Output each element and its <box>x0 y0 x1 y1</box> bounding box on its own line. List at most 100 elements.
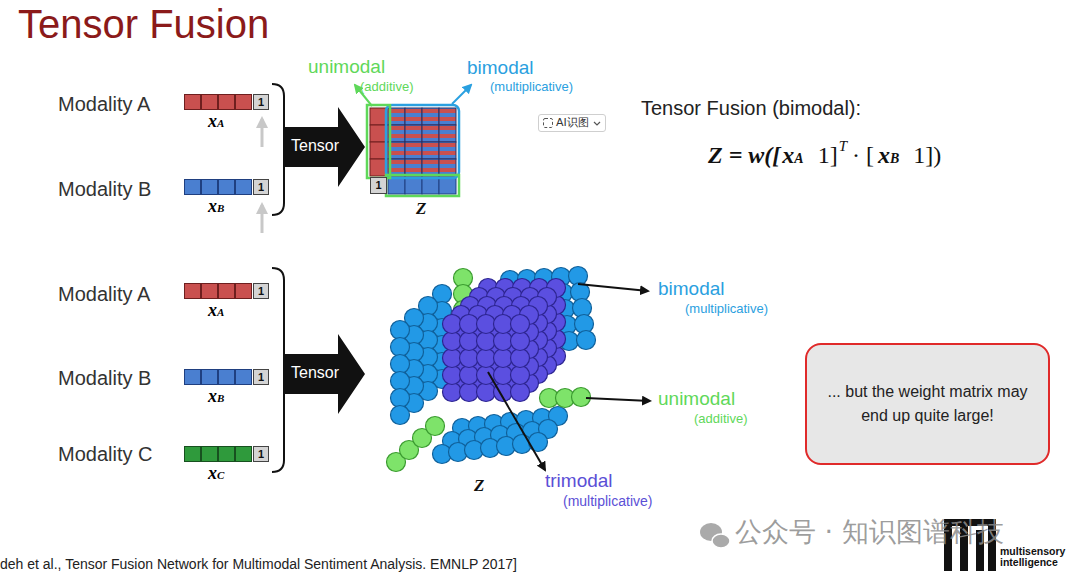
vector-cell <box>184 446 201 462</box>
grid-cell <box>439 168 456 172</box>
grid-cell <box>439 143 456 147</box>
citation: deh et al., Tensor Fusion Network for Mu… <box>0 555 517 573</box>
trimodal-sphere <box>460 383 479 402</box>
slide-title: Tensor Fusion <box>18 2 269 46</box>
grid-cell <box>422 134 439 138</box>
trimodal-sphere <box>477 349 496 368</box>
grid-cell <box>370 159 387 176</box>
trimodal-sphere <box>460 349 479 368</box>
chevron <box>593 121 601 127</box>
widget-icon <box>543 118 553 128</box>
formula-part: Z = w([ <box>708 142 780 169</box>
trimodal-sphere <box>460 315 479 334</box>
trimodal-sphere <box>477 383 496 402</box>
grid-cell <box>439 151 456 155</box>
grid-cell <box>405 159 422 176</box>
feature-vector: 1xA <box>184 283 270 299</box>
grid-cell <box>439 108 456 125</box>
tensor-arrow: Tensor <box>283 334 365 414</box>
annotation: unimodal <box>308 56 385 78</box>
trimodal-sphere <box>443 332 462 351</box>
tensor-symbol: Z <box>416 199 426 219</box>
grid-cell <box>439 117 456 121</box>
annotation: (multiplicative) <box>490 79 573 95</box>
chevron <box>594 122 600 125</box>
trimodal-sphere <box>460 366 479 385</box>
leader-line <box>586 398 650 401</box>
formula-part: xA <box>782 142 803 169</box>
grid-cell <box>439 142 456 159</box>
vector-cell <box>184 94 201 110</box>
vector-cell <box>235 179 252 195</box>
constant-one: 1 <box>253 179 269 195</box>
fusion-tensor: 1Z <box>366 104 460 196</box>
formula: Z = w([xA1]T· [xB1]) <box>708 138 941 169</box>
modality-name: Modality A <box>58 282 150 306</box>
trimodal-sphere <box>460 332 479 351</box>
grid-cell <box>422 125 439 142</box>
bimodal-outline <box>386 105 459 178</box>
watermark: 公众号 · 知识图谱科技 <box>735 516 1004 548</box>
grid-cell <box>370 108 387 125</box>
vector-cell <box>201 369 218 385</box>
grid-cell <box>422 142 439 159</box>
constant-one: 1 <box>253 94 269 110</box>
vector-cell <box>184 283 201 299</box>
grid-cell <box>439 108 456 125</box>
grid-cell <box>405 134 422 138</box>
trimodal-sphere <box>477 315 496 334</box>
trimodal-sphere <box>511 383 530 402</box>
unimodal-sphere <box>572 388 591 407</box>
grid-cell <box>405 143 422 147</box>
tensor-arrow: Tensor <box>283 107 365 187</box>
grid-cell <box>405 177 422 194</box>
grid-cell <box>405 160 422 164</box>
formula-part: T <box>839 138 847 155</box>
grid-cell <box>439 177 456 194</box>
grid-cell <box>370 125 387 142</box>
vector-symbol: xB <box>208 386 224 407</box>
feature-vector: 1xC <box>184 446 270 462</box>
vector-cell <box>201 179 218 195</box>
grid-cell <box>422 117 439 121</box>
annotation: bimodal <box>658 278 725 300</box>
grid-cell <box>422 125 439 142</box>
grid-cell <box>422 126 439 130</box>
trimodal-sphere <box>494 366 513 385</box>
feature-vector: 1xB <box>184 179 270 195</box>
grid-cell <box>422 151 439 155</box>
grid-cell <box>439 159 456 176</box>
vector-symbol: xA <box>208 111 224 132</box>
grid-cell <box>388 177 405 194</box>
wechat-icon <box>700 523 730 548</box>
unimodal-sphere <box>426 417 445 436</box>
widget-icon <box>544 119 553 128</box>
vector-cell <box>235 94 252 110</box>
grid-cell <box>405 108 422 125</box>
vector-symbol: xC <box>208 463 224 484</box>
grid-cell <box>405 151 422 155</box>
callout-text: ... but the weight matrix may end up qui… <box>823 380 1033 428</box>
grid-cell <box>422 143 439 147</box>
grid-cell <box>405 126 422 130</box>
constant-one: 1 <box>370 177 387 194</box>
trimodal-sphere <box>494 349 513 368</box>
pointer-arrow <box>261 205 264 233</box>
widget-label: AI识图 <box>556 116 589 130</box>
grid-cell <box>405 159 422 176</box>
grid-cell <box>422 108 439 125</box>
trimodal-sphere <box>511 315 530 334</box>
grid-cell <box>422 159 439 176</box>
trimodal-sphere <box>443 315 462 334</box>
subheading: Tensor Fusion (bimodal): <box>641 96 861 120</box>
trimodal-sphere <box>511 332 530 351</box>
grid-cell <box>422 159 439 176</box>
formula-part: · [ <box>852 142 874 169</box>
bimodal-sphere <box>391 389 410 408</box>
vector-cell <box>184 369 201 385</box>
leader-line <box>578 284 648 291</box>
formula-part: 1]) <box>913 142 941 169</box>
formula-part: xB <box>878 142 899 169</box>
grid-cell <box>422 109 439 113</box>
